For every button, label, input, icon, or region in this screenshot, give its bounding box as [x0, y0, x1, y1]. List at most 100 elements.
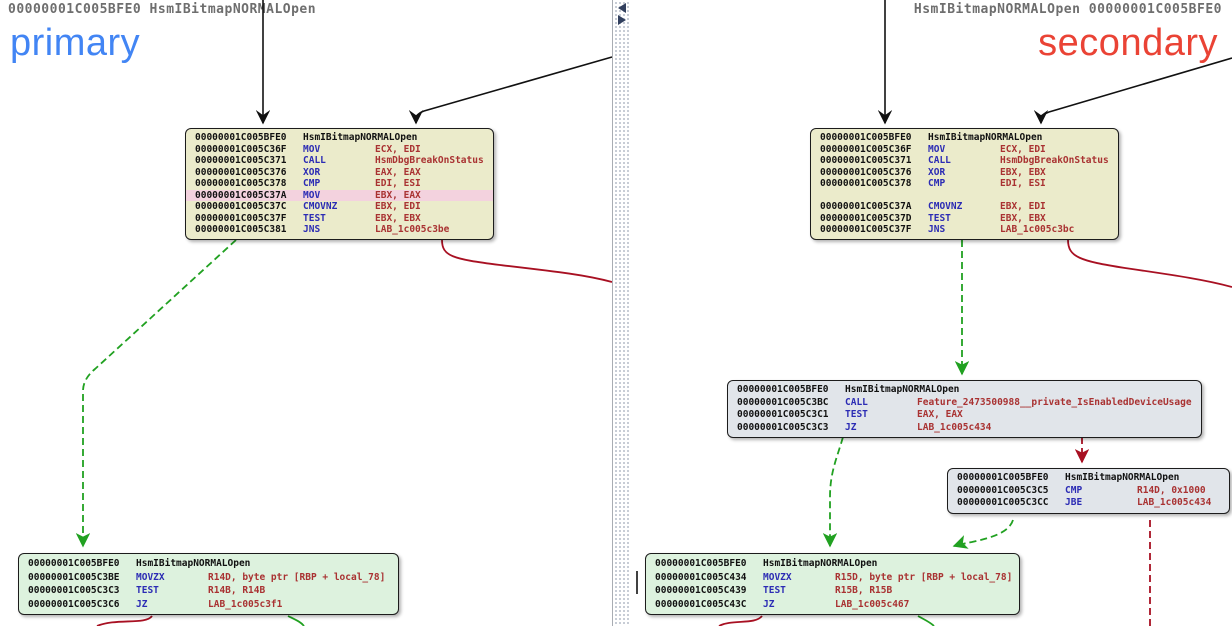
instruction-mnemonic: CMP [303, 178, 321, 189]
instruction-operands: R14B, R14B [208, 585, 266, 597]
instruction-mnemonic: TEST [136, 585, 159, 597]
block-title-row: 00000001C005BFE0 HsmIBitmapNORMALOpen [948, 472, 1229, 485]
instruction-mnemonic: XOR [928, 166, 946, 178]
instruction-mnemonic: MOV [928, 143, 946, 155]
instruction-mnemonic: CMOVNZ [928, 201, 963, 212]
instruction-operands: EBX, EBX [375, 212, 421, 224]
function-name: HsmIBitmapNORMALOpen [303, 132, 418, 143]
instruction-operands: R15D, byte ptr [RBP + local_78] [835, 571, 1013, 583]
instruction-address: 00000001C005C3C1 [737, 409, 829, 421]
instruction-address: 00000001C005C37D [820, 212, 912, 224]
function-name: HsmIBitmapNORMALOpen [136, 558, 251, 569]
block-address: 00000001C005BFE0 [195, 132, 287, 143]
instruction-mnemonic: MOVZX [763, 571, 792, 583]
instruction-address: 00000001C005C36F [195, 143, 287, 155]
function-name: HsmIBitmapNORMALOpen [1065, 472, 1180, 483]
instruction-mnemonic: CALL [928, 155, 951, 166]
block-address: 00000001C005BFE0 [655, 558, 747, 569]
instruction-address: 00000001C005C3C6 [28, 598, 120, 610]
instruction-address: 00000001C005C37A [195, 189, 287, 201]
block-address: 00000001C005BFE0 [28, 558, 120, 569]
instruction-mnemonic: JBE [1065, 497, 1083, 509]
instruction-row: 00000001C005C3BC CALL Feature_2473500988__… [728, 397, 1201, 410]
instruction-mnemonic: CMOVNZ [303, 201, 338, 212]
block-address: 00000001C005BFE0 [957, 472, 1049, 483]
instruction-operands: R15B, R15B [835, 585, 893, 597]
instruction-mnemonic: TEST [928, 212, 951, 224]
instruction-operands: LAB_1c005c434 [917, 421, 992, 433]
instruction-operands: HsmDbgBreakOnStatus [1000, 155, 1109, 166]
instruction-address: 00000001C005C381 [195, 224, 287, 235]
instruction-operands: Feature_2473500988__private_IsEnabledDev… [917, 396, 1192, 408]
instruction-row: 00000001C005C3C3 JZ LAB_1c005c434 [728, 422, 1201, 435]
secondary-pane-label: secondary [1038, 22, 1218, 64]
instruction-mnemonic: CALL [845, 396, 868, 408]
block-address: 00000001C005BFE0 [737, 384, 829, 395]
instruction-address: 00000001C005C3BC [737, 396, 829, 408]
primary-pane-label: primary [10, 22, 141, 64]
instruction-row: 00000001C005C36F MOV ECX, EDI [186, 144, 493, 156]
instruction-mnemonic: MOVZX [136, 571, 165, 583]
pane-splitter[interactable] [612, 0, 633, 626]
collapse-left-icon[interactable] [618, 3, 626, 13]
instruction-address: 00000001C005C37F [195, 212, 287, 224]
instruction-operands: ECX, EDI [375, 143, 421, 155]
instruction-row: 00000001C005C439 TEST R15B, R15B [646, 584, 1019, 598]
instruction-mnemonic: CMP [1065, 484, 1083, 496]
instruction-address: 00000001C005C3BE [28, 571, 120, 583]
instruction-address: 00000001C005C3C3 [737, 421, 829, 433]
block-title-row: 00000001C005BFE0 HsmIBitmapNORMALOpen [186, 132, 493, 144]
instruction-operands: R14D, 0x1000 [1137, 484, 1206, 496]
instruction-mnemonic: TEST [303, 212, 326, 224]
instruction-address: 00000001C005C3C5 [957, 484, 1049, 496]
instruction-mnemonic: CALL [303, 155, 326, 166]
instruction-mnemonic: MOV [303, 143, 321, 155]
block-title-row: 00000001C005BFE0 HsmIBitmapNORMALOpen [646, 557, 1019, 571]
instruction-mnemonic: CMP [928, 178, 946, 189]
instruction-address: 00000001C005C3CC [957, 497, 1049, 509]
instruction-row: 00000001C005C3CC JBE LAB_1c005c434 [948, 497, 1229, 510]
instruction-address: 00000001C005C37F [820, 224, 912, 235]
instruction-operands: EBX, EBX [1000, 166, 1046, 178]
instruction-mnemonic: MOV [303, 189, 321, 201]
block-title-row: 00000001C005BFE0 HsmIBitmapNORMALOpen [811, 132, 1118, 144]
instruction-address: 00000001C005C378 [195, 178, 287, 189]
function-name: HsmIBitmapNORMALOpen [928, 132, 1043, 143]
instruction-address: 00000001C005C37A [820, 201, 912, 212]
block-address: 00000001C005BFE0 [820, 132, 912, 143]
instruction-operands: EAX, EAX [375, 166, 421, 178]
function-name: HsmIBitmapNORMALOpen [763, 558, 878, 569]
instruction-row: 00000001C005C3C1 TEST EAX, EAX [728, 409, 1201, 422]
instruction-mnemonic: TEST [763, 585, 786, 597]
instruction-address: 00000001C005C378 [820, 178, 912, 189]
instruction-operands: EAX, EAX [917, 409, 963, 421]
block-title-row: 00000001C005BFE0 HsmIBitmapNORMALOpen [19, 557, 398, 571]
instruction-operands: LAB_1c005c3be [375, 224, 450, 235]
instruction-mnemonic: JZ [845, 421, 857, 433]
instruction-operands: LAB_1c005c434 [1137, 497, 1212, 509]
instruction-mnemonic: TEST [845, 409, 868, 421]
instruction-address: 00000001C005C439 [655, 585, 747, 597]
instruction-address: 00000001C005C371 [820, 155, 912, 166]
secondary-function-header: HsmIBitmapNORMALOpen 00000001C005BFE0 [913, 2, 1222, 17]
collapse-right-icon[interactable] [618, 15, 626, 25]
